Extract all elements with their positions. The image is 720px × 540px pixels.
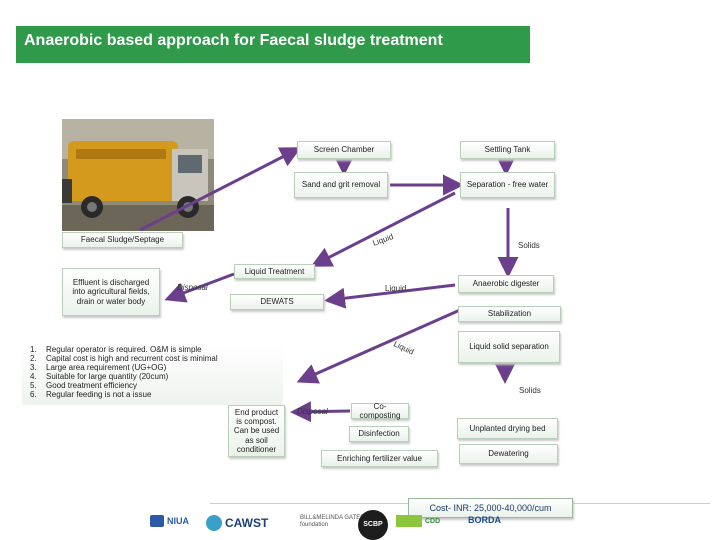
co-composting-box: Co-composting [351, 402, 409, 420]
list-number: 4. [30, 372, 37, 381]
sand-grit-box: Sand and grit removal [294, 172, 388, 198]
list-number: 6. [30, 390, 37, 399]
logo-strip: NIUA CAWST BILL&MELINDA GATES foundation… [0, 505, 720, 540]
gates-logo: BILL&MELINDA GATES foundation [300, 515, 370, 529]
unplanted-drying-bed-box: Unplanted drying bed [457, 418, 558, 439]
cawst-logo-text: CAWST [225, 516, 269, 530]
end-product-box: End product is compost. Can be used as s… [228, 405, 285, 457]
cost-box: Cost- INR: 25,000-40,000/cum [408, 498, 573, 518]
cdd-logo: CDD [396, 515, 440, 527]
niua-logo: NIUA [150, 515, 189, 527]
disposal-label-2: Disposal [297, 407, 328, 416]
list-item: Capital cost is high and recurrent cost … [46, 354, 218, 363]
disposal-label-1: Disposal [177, 283, 208, 292]
list-item: Suitable for large quantity (20cum) [46, 372, 169, 381]
truck-photo [62, 119, 214, 231]
gates-logo-text: BILL&MELINDA GATES foundation [300, 515, 365, 528]
effluent-box: Effluent is discharged into agricultural… [62, 268, 160, 316]
scbp-logo-text: SCBP [358, 510, 388, 540]
solids-label-2: Solids [519, 386, 541, 395]
list-item: Large area requirement (UG+OG) [46, 363, 167, 372]
cawst-drop-icon [206, 515, 222, 531]
scbp-logo: SCBP [358, 510, 388, 540]
liquid-treatment-box: Liquid Treatment [234, 264, 315, 279]
enriching-fertilizer-box: Enriching fertilizer value [321, 450, 438, 467]
cawst-logo: CAWST [206, 515, 268, 531]
list-item: Good treatment efficiency [46, 381, 138, 390]
disinfection-box: Disinfection [349, 426, 409, 442]
list-item: Regular feeding is not a issue [46, 390, 152, 399]
slide-title: Anaerobic based approach for Faecal slud… [16, 26, 530, 63]
dewats-box: DEWATS [230, 294, 324, 310]
cdd-logo-text: CDD [425, 517, 441, 525]
list-number: 5. [30, 381, 37, 390]
screen-chamber-box: Screen Chamber [297, 141, 391, 159]
liquid-solid-separation-box: Liquid solid separation [458, 331, 560, 363]
dewatering-box: Dewatering [459, 444, 558, 464]
borda-logo-text: BORDA [468, 515, 501, 525]
cdd-mark-icon [396, 515, 422, 527]
niua-logo-text: NIUA [167, 516, 189, 526]
separation-free-water-box: Separation - free water [460, 172, 555, 198]
stabilization-box: Stabilization [458, 306, 561, 322]
notes-list: 1. Regular operator is required. O&M is … [22, 345, 283, 405]
list-number: 3. [30, 363, 37, 372]
faecal-sludge-box: Faecal Sludge/Septage [62, 232, 183, 248]
solids-label-1: Solids [518, 241, 540, 250]
settling-tank-box: Settling Tank [460, 141, 555, 159]
anaerobic-digester-box: Anaerobic digester [458, 275, 554, 293]
niua-mark-icon [150, 515, 164, 527]
list-number: 2. [30, 354, 37, 363]
list-item: Regular operator is required. O&M is sim… [46, 345, 202, 354]
borda-logo: BORDA [468, 515, 501, 525]
list-number: 1. [30, 345, 37, 354]
liquid-label-2: Liquid [385, 284, 407, 293]
